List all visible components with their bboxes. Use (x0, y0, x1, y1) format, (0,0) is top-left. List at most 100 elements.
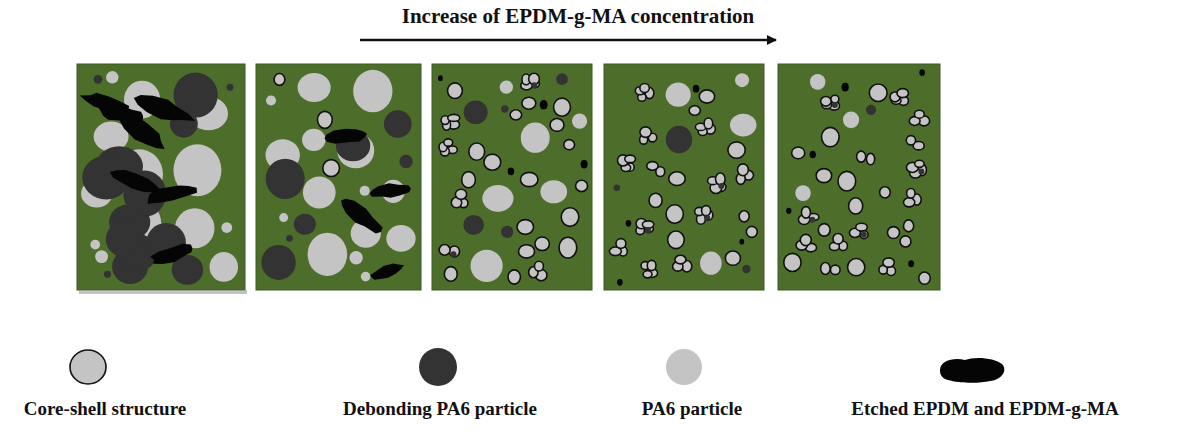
core-shell-particle (704, 118, 713, 129)
debonding-particle (718, 183, 724, 189)
core-shell-particle (883, 258, 894, 267)
core-shell-particle (647, 162, 658, 171)
etched-rubber (145, 180, 198, 206)
core-shell-particle (738, 164, 749, 176)
pa6-particle (482, 185, 513, 212)
debonding-particle (294, 214, 316, 235)
pa6-particle (266, 95, 276, 105)
matrix-panel (77, 64, 245, 290)
core-shell-particle (643, 271, 652, 278)
debonding-particle (832, 102, 838, 108)
core-shell-particle (838, 171, 856, 191)
core-shell-particle (880, 187, 891, 198)
core-shell-particle (510, 110, 522, 120)
core-shell-particle (508, 270, 520, 284)
debonding-particle (645, 228, 651, 234)
etched-rubber (324, 126, 368, 145)
pa6-particle (572, 114, 587, 129)
etched-rubber-small (617, 279, 623, 286)
etched-rubber-small (540, 100, 548, 110)
core-shell-particle (647, 260, 656, 270)
core-shell-particle (907, 188, 915, 198)
core-shell-particle (821, 127, 839, 146)
core-shell-particle (462, 172, 476, 188)
core-shell-particle (821, 97, 832, 107)
core-shell-particle (725, 251, 740, 265)
core-shell-particle (849, 198, 863, 214)
core-shell-particle (561, 208, 579, 227)
pa6-particle (471, 250, 503, 282)
core-shell-particle (831, 95, 839, 103)
etched-rubber-small (739, 239, 744, 245)
core-shell-particle (821, 263, 830, 275)
debonding-particle (419, 348, 457, 386)
core-shell-particle (702, 206, 711, 216)
debonding-particle (399, 155, 412, 168)
pa6-particle (303, 176, 336, 208)
core-shell-particle (716, 173, 726, 185)
core-shell-particle (559, 237, 577, 258)
core-shell-particle (520, 172, 538, 186)
pa6-particle (735, 73, 749, 87)
pa6-particle (386, 225, 415, 252)
core-shell-particle (675, 255, 686, 264)
pa6-particle (349, 251, 362, 264)
debonding-particle (861, 232, 867, 238)
legend-label: Etched EPDM and EPDM-g-MA (851, 398, 1119, 420)
morphology-panel (432, 64, 592, 290)
debonding-particle (464, 101, 488, 125)
matrix-panel (256, 64, 421, 290)
pa6-particle (843, 111, 859, 128)
core-shell-particle (915, 160, 924, 167)
morphology-panel (77, 64, 247, 294)
etched-rubber-small (438, 75, 443, 81)
pa6-particle (361, 272, 371, 282)
core-shell-particle (640, 84, 649, 93)
pa6-particle (500, 80, 513, 93)
core-shell-particle (699, 90, 714, 103)
legend-samples (70, 348, 1004, 386)
debonding-particle (286, 235, 293, 242)
legend-label: PA6 particle (642, 398, 742, 420)
core-shell-particle (800, 234, 811, 245)
pa6-particle (353, 70, 392, 112)
core-shell-particle (439, 244, 450, 255)
etched-rubber (368, 259, 406, 284)
debonding-particle (556, 73, 568, 85)
core-shell-particle (70, 350, 106, 384)
panel-shadow (79, 290, 247, 294)
core-shell-particle (792, 147, 805, 159)
matrix-panel (604, 64, 764, 290)
pa6-particle (90, 240, 100, 250)
core-shell-particle (816, 169, 832, 183)
core-shell-particle (554, 98, 571, 116)
core-shell-particle (576, 180, 588, 191)
core-shell-particle (668, 231, 685, 249)
core-shell-particle (469, 143, 485, 160)
core-shell-particle (900, 236, 911, 247)
debonding-particle (450, 251, 456, 257)
etched-rubber-sample (940, 358, 1004, 383)
etched-rubber (369, 181, 412, 200)
core-shell-particle (535, 237, 549, 251)
etched-rubber-small (693, 85, 700, 93)
debonding-particle (918, 168, 924, 174)
etched-rubber-small (508, 167, 515, 175)
core-shell-particle (448, 83, 463, 99)
core-shell-particle (689, 106, 700, 116)
pa6-particle (666, 83, 691, 107)
core-shell-particle (857, 151, 866, 162)
pa6-particle (700, 251, 722, 274)
pa6-particle (210, 252, 238, 282)
core-shell-particle (801, 207, 810, 219)
core-shell-particle (869, 84, 887, 101)
morphology-panels (77, 64, 940, 294)
core-shell-particle (919, 272, 931, 284)
core-shell-particle (833, 233, 843, 244)
debonding-particle (227, 84, 234, 91)
pa6-particle (106, 71, 118, 83)
core-shell-particle (550, 118, 564, 131)
etched-rubber-small (626, 220, 632, 227)
etched-rubber-small (841, 83, 848, 92)
morphology-panel (256, 64, 421, 290)
